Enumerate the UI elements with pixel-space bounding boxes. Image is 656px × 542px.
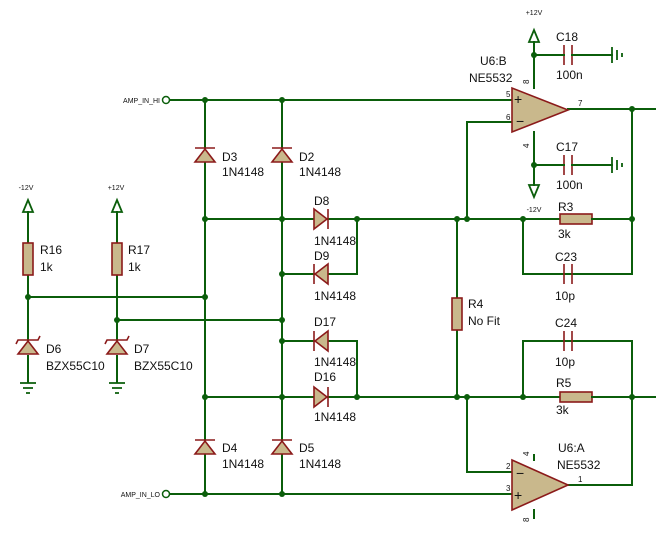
opamp-u6a: − + U6:A NE5532 2 3 1 4 8 xyxy=(506,441,601,522)
opamp-u6a-part: NE5532 xyxy=(557,458,601,472)
diode-d8: D8 1N4148 xyxy=(313,194,356,248)
opamp-u6a-pin-out: 1 xyxy=(578,475,583,484)
capacitor-c17: C17 100n xyxy=(556,140,583,192)
power-minus12v-u6b: -12V xyxy=(527,184,542,214)
ground-icon-c17 xyxy=(611,157,623,173)
resistor-r17-value: 1k xyxy=(128,260,142,274)
net-label-amp-in-lo: AMP_IN_LO xyxy=(121,489,171,499)
capacitor-c17-value: 100n xyxy=(556,178,583,192)
opamp-u6b: + − U6:B NE5532 5 6 7 8 4 xyxy=(469,54,583,148)
net-label-amp-in-lo-text: AMP_IN_LO xyxy=(121,492,161,499)
diode-d8-part: 1N4148 xyxy=(314,234,356,248)
diode-d4-ref: D4 xyxy=(222,441,238,455)
diode-d17: D17 1N4148 xyxy=(313,315,356,369)
power-minus12v-r16-label: -12V xyxy=(19,185,34,192)
resistor-r16-value: 1k xyxy=(40,260,54,274)
opamp-u6b-plus-sign: + xyxy=(514,91,522,107)
diode-d2-part: 1N4148 xyxy=(299,165,341,179)
wires xyxy=(27,41,656,519)
opamp-u6b-pin-vpos: 8 xyxy=(522,79,531,84)
diode-d16-part: 1N4148 xyxy=(314,410,356,424)
opamp-u6b-pin-minus: 6 xyxy=(506,113,511,122)
opamp-u6a-pin-minus: 2 xyxy=(506,462,511,471)
diode-d16-ref: D16 xyxy=(314,370,336,384)
capacitor-c24-ref: C24 xyxy=(555,316,577,330)
resistor-r17-ref: R17 xyxy=(128,243,150,257)
diode-d9: D9 1N4148 xyxy=(313,249,356,303)
zener-d6: D6 BZX55C10 xyxy=(15,335,105,373)
capacitor-c23: C23 10p xyxy=(555,250,577,303)
resistor-r5-ref: R5 xyxy=(556,376,572,390)
diode-d3: D3 1N4148 xyxy=(193,147,264,179)
zener-d7: D7 BZX55C10 xyxy=(104,335,193,373)
capacitor-c17-ref: C17 xyxy=(556,140,578,154)
resistor-r4: R4 No Fit xyxy=(451,297,501,331)
power-plus12v-r17-label: +12V xyxy=(108,185,125,192)
opamp-u6b-minus-sign: − xyxy=(516,113,524,129)
diode-d3-part: 1N4148 xyxy=(222,165,264,179)
power-plus12v-u6b-label: +12V xyxy=(526,10,543,17)
capacitor-c24: C24 10p xyxy=(555,316,577,369)
zener-d7-ref: D7 xyxy=(134,342,150,356)
diode-d5-ref: D5 xyxy=(299,441,315,455)
resistor-r17: R17 1k xyxy=(111,242,150,276)
diode-d5-part: 1N4148 xyxy=(299,457,341,471)
diode-d4: D4 1N4148 xyxy=(193,439,264,471)
zener-d7-part: BZX55C10 xyxy=(134,359,193,373)
diode-d3-ref: D3 xyxy=(222,150,238,164)
opamp-u6a-pin-vpos: 4 xyxy=(522,451,531,456)
power-minus12v-r16: -12V xyxy=(19,185,35,213)
resistor-r3: R3 3k xyxy=(558,200,601,241)
opamp-u6a-pin-vneg: 8 xyxy=(522,517,531,522)
resistor-r4-value: No Fit xyxy=(468,314,501,328)
resistor-r4-ref: R4 xyxy=(468,297,484,311)
capacitor-c23-value: 10p xyxy=(555,289,575,303)
diode-d17-ref: D17 xyxy=(314,315,336,329)
opamp-u6b-pin-vneg: 4 xyxy=(522,143,531,148)
opamp-u6a-pin-plus: 3 xyxy=(506,484,511,493)
junction-dots xyxy=(25,52,635,497)
capacitor-c23-ref: C23 xyxy=(555,250,577,264)
diode-d17-part: 1N4148 xyxy=(314,355,356,369)
resistor-r3-ref: R3 xyxy=(558,200,574,214)
zener-d6-part: BZX55C10 xyxy=(46,359,105,373)
diode-d5: D5 1N4148 xyxy=(270,439,341,471)
capacitor-c18-ref: C18 xyxy=(556,30,578,44)
diode-d16: D16 1N4148 xyxy=(313,370,356,424)
diode-d4-part: 1N4148 xyxy=(222,457,264,471)
capacitor-c18-value: 100n xyxy=(556,68,583,82)
ground-icon-d7 xyxy=(109,382,125,394)
diode-d2-ref: D2 xyxy=(299,150,315,164)
ground-icon-c18 xyxy=(611,47,623,63)
opamp-u6b-pin-plus: 5 xyxy=(506,90,511,99)
resistor-r16: R16 1k xyxy=(22,242,62,276)
diode-d8-ref: D8 xyxy=(314,194,330,208)
opamp-u6b-part: NE5532 xyxy=(469,71,513,85)
diode-d2: D2 1N4148 xyxy=(270,147,341,179)
ground-icon-d6 xyxy=(20,382,36,394)
capacitor-c24-value: 10p xyxy=(555,355,575,369)
power-minus12v-u6b-label: -12V xyxy=(527,207,542,214)
diode-d9-ref: D9 xyxy=(314,249,330,263)
opamp-u6b-ref: U6:B xyxy=(480,54,507,68)
resistor-r5-value: 3k xyxy=(556,403,570,417)
opamp-u6a-minus-sign: − xyxy=(516,465,524,481)
power-plus12v-u6b: +12V xyxy=(526,10,543,43)
resistor-r5: R5 3k xyxy=(556,376,601,417)
net-label-amp-in-hi: AMP_IN_HI xyxy=(123,95,171,105)
opamp-u6a-plus-sign: + xyxy=(514,487,522,503)
net-label-amp-in-hi-text: AMP_IN_HI xyxy=(123,98,160,105)
resistor-r3-value: 3k xyxy=(558,227,572,241)
power-plus12v-r17: +12V xyxy=(108,185,125,213)
diode-d9-part: 1N4148 xyxy=(314,289,356,303)
opamp-u6b-pin-out: 7 xyxy=(578,99,583,108)
capacitor-c18: C18 100n xyxy=(556,30,583,82)
opamp-u6a-ref: U6:A xyxy=(558,441,585,455)
resistor-r16-ref: R16 xyxy=(40,243,62,257)
zener-d6-ref: D6 xyxy=(46,342,62,356)
